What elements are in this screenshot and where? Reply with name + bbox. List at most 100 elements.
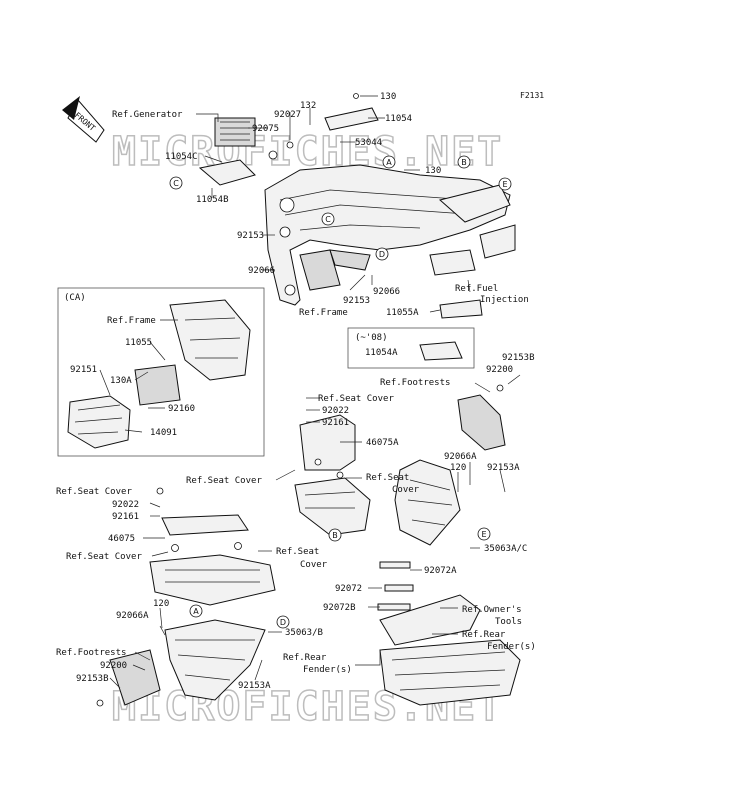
right-footrest-drawing	[394, 384, 506, 546]
label-132: 132	[300, 101, 316, 111]
label-53044: 53044	[355, 138, 382, 148]
svg-text:C: C	[173, 179, 179, 188]
callout-b-top: B	[457, 155, 471, 169]
watermark-top: MICROFICHES.NET	[112, 129, 503, 175]
callout-a-seat: A	[189, 604, 203, 618]
label-11054c: 11054C	[165, 152, 198, 162]
svg-text:D: D	[379, 250, 385, 259]
label-130-mid: 130	[425, 166, 441, 176]
part-11054a-drawing	[419, 341, 463, 361]
label-ref-seat-2: Ref.Seat	[276, 547, 319, 557]
label-92200-right: 92200	[486, 365, 513, 375]
regulator-drawing	[198, 117, 294, 186]
callout-a-top: A	[382, 155, 396, 169]
svg-text:E: E	[502, 180, 507, 189]
label-ref-seat-cover-3: Ref.Seat Cover	[56, 487, 132, 497]
callout-d-mid: D	[375, 247, 389, 261]
label-92161-right: 92161	[322, 418, 349, 428]
label-92153a-right: 92153A	[487, 463, 520, 473]
label-35063b: 35063/B	[285, 628, 323, 638]
callout-b-seat: B	[328, 528, 342, 542]
main-frame-drawing	[264, 164, 516, 319]
rear-fender-drawing	[377, 561, 521, 706]
callout-e-top: E	[498, 177, 512, 191]
inset-ca-label: (CA)	[64, 293, 86, 303]
label-120-left: 120	[153, 599, 169, 609]
label-ref-rear-fender-3: Ref.Rear	[283, 653, 327, 663]
label-ref-seat-cover-4: Ref.Seat Cover	[66, 552, 142, 562]
label-ref-footrests-right: Ref.Footrests	[380, 378, 450, 388]
label-92066a-right: 92066A	[444, 452, 477, 462]
label-92066a-left: 92066A	[116, 611, 149, 621]
label-11054b: 11054B	[196, 195, 229, 205]
inset-08-box	[347, 327, 475, 369]
label-92160: 92160	[168, 404, 195, 414]
label-92072b: 92072B	[323, 603, 356, 613]
label-ref-frame-ca: Ref.Frame	[107, 316, 156, 326]
label-cover-2: Cover	[300, 560, 328, 570]
leader-lines	[99, 95, 521, 689]
label-11055a: 11055A	[386, 308, 419, 318]
label-92200-left: 92200	[100, 661, 127, 671]
svg-text:B: B	[461, 158, 467, 167]
label-ref-rear-fender-2: Fender(s)	[487, 642, 536, 652]
inset-08-label: (~'08)	[355, 333, 388, 343]
callout-c-mid: C	[321, 212, 335, 226]
label-35063ac: 35063A/C	[484, 544, 527, 554]
callout-c-left: C	[169, 176, 183, 190]
label-ref-footrests-left: Ref.Footrests	[56, 648, 126, 658]
label-11055: 11055	[125, 338, 152, 348]
front-arrow-icon: FRONT	[62, 96, 105, 143]
callout-e-foot: E	[477, 527, 491, 541]
label-92153-mid: 92153	[343, 296, 370, 306]
label-92066-mid: 92066	[373, 287, 400, 297]
label-92153a-left: 92153A	[238, 681, 271, 691]
svg-text:B: B	[332, 531, 338, 540]
label-ref-owners-2: Tools	[495, 617, 522, 627]
callout-d-foot: D	[276, 615, 290, 629]
label-11054a: 11054A	[365, 348, 398, 358]
label-ref-owners-1: Ref.Owner's	[462, 605, 522, 615]
label-92153b-right: 92153B	[502, 353, 535, 363]
svg-text:D: D	[280, 618, 286, 627]
label-ref-fuel-2: Injection	[480, 295, 529, 305]
label-ref-seat-1: Ref.Seat	[366, 473, 409, 483]
label-92161-left: 92161	[112, 512, 139, 522]
inset-ca-drawing	[67, 299, 251, 449]
label-92066-left: 92066	[248, 266, 275, 276]
inset-ca-box	[57, 287, 265, 457]
label-92027: 92027	[274, 110, 301, 120]
label-92072: 92072	[335, 584, 362, 594]
label-ref-rear-fender-4: Fender(s)	[303, 665, 352, 675]
label-ref-fuel-1: Ref.Fuel	[455, 284, 498, 294]
label-ref-generator: Ref.Generator	[112, 110, 183, 120]
label-92153b-left: 92153B	[76, 674, 109, 684]
bracket-11054-drawing	[324, 93, 379, 131]
label-cover-1: Cover	[392, 485, 420, 495]
label-130a: 130A	[110, 376, 132, 386]
figure-code: F2131	[520, 91, 544, 100]
label-ref-frame-main: Ref.Frame	[299, 308, 348, 318]
svg-text:A: A	[193, 607, 199, 616]
svg-text:A: A	[386, 158, 392, 167]
label-92022-right: 92022	[322, 406, 349, 416]
label-14091: 14091	[150, 428, 177, 438]
label-ref-seat-cover-2: Ref.Seat Cover	[186, 476, 262, 486]
label-11054-top: 11054	[385, 114, 412, 124]
label-46075: 46075	[108, 534, 135, 544]
label-92022-left: 92022	[112, 500, 139, 510]
label-92075: 92075	[252, 124, 279, 134]
label-120-right: 120	[450, 463, 466, 473]
label-ref-rear-fender-1: Ref.Rear	[462, 630, 506, 640]
right-seat-parts-drawing	[294, 414, 371, 536]
label-92153-left: 92153	[237, 231, 264, 241]
left-seat-parts-drawing	[149, 487, 276, 606]
label-92072a: 92072A	[424, 566, 457, 576]
label-46075a: 46075A	[366, 438, 399, 448]
label-ref-seat-cover-1: Ref.Seat Cover	[318, 394, 394, 404]
svg-text:C: C	[325, 215, 331, 224]
label-92151: 92151	[70, 365, 97, 375]
label-130-top: 130	[380, 92, 396, 102]
left-footrest-drawing	[96, 619, 266, 707]
